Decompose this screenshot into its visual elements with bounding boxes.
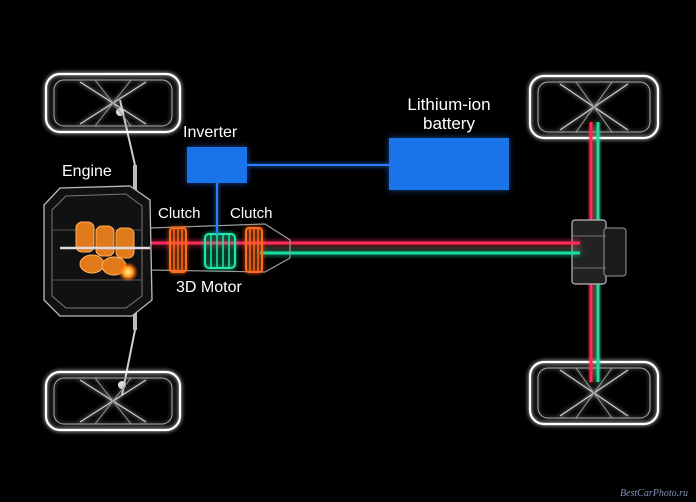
battery-label-line2: battery [423, 113, 475, 133]
clutch-left [169, 227, 187, 273]
inverter-box [187, 147, 247, 183]
motor [204, 233, 236, 269]
rear-differential [571, 219, 627, 285]
electric-wiring [216, 164, 389, 234]
motor-label: 3D Motor [176, 279, 242, 296]
front-right-wheel [44, 370, 182, 432]
battery-box [389, 138, 509, 190]
battery-label: Lithium-ion battery [390, 95, 508, 133]
rear-left-wheel [528, 74, 660, 140]
clutch-left-label: Clutch [158, 205, 201, 222]
rear-right-wheel [528, 360, 660, 426]
engine [43, 185, 153, 317]
clutch-right [245, 227, 263, 273]
battery-label-line1: Lithium-ion [407, 95, 491, 114]
clutch-right-label: Clutch [230, 205, 273, 222]
watermark: BestCarPhoto.ru [619, 488, 688, 499]
engine-label: Engine [62, 163, 112, 180]
inverter-label: Inverter [183, 124, 238, 141]
propeller-shaft [150, 241, 580, 255]
front-left-wheel [44, 72, 182, 134]
